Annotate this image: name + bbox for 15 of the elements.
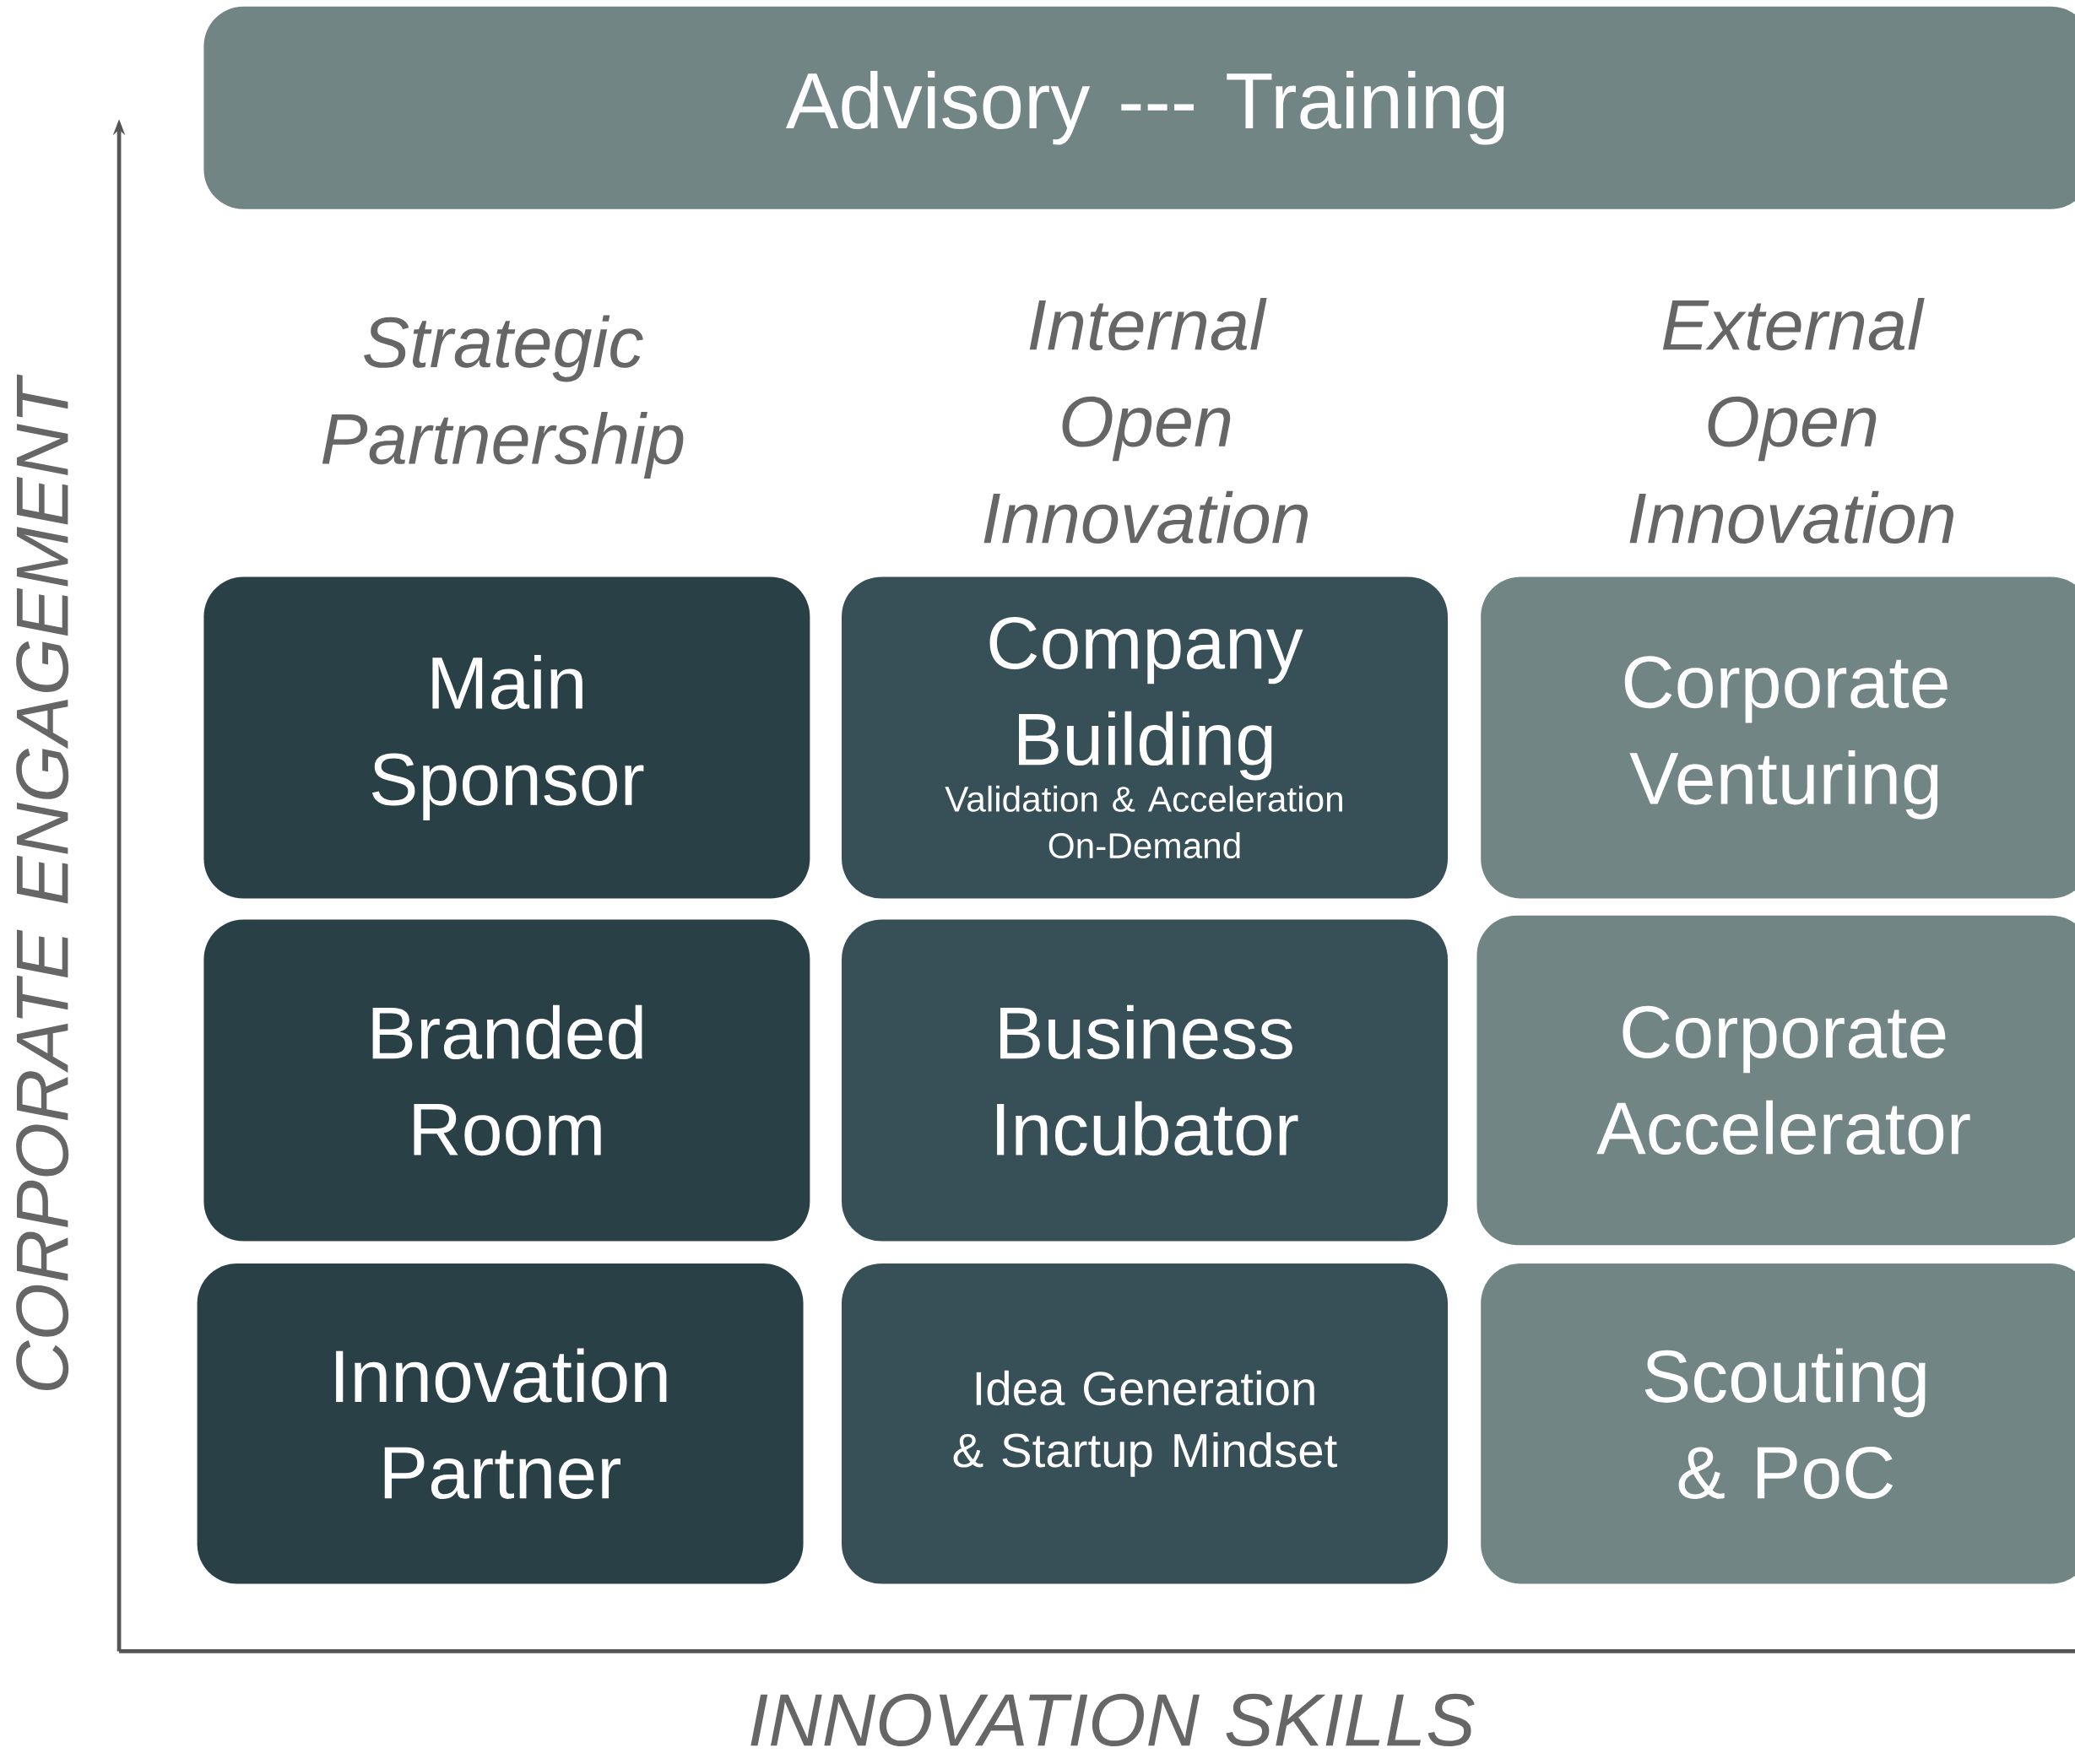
tile: Business Incubator	[842, 919, 1448, 1242]
axis-label: CORPORATE ENGAGEMENT	[16, 374, 69, 1391]
tile: Innovation Partner	[197, 1263, 804, 1584]
tile: Corporate Accelerator	[1476, 916, 2075, 1246]
column-heading: Strategic Partnership	[322, 315, 684, 479]
tile: Scouting & PoC	[1481, 1263, 2075, 1584]
axis-label: INNOVATION SKILLS	[750, 1694, 1475, 1747]
column-heading: Internal Open Innovation	[983, 298, 1308, 544]
tile: Idea Generation & Startup Mindset	[842, 1263, 1448, 1584]
tile: Corporate Venturing	[1481, 576, 2075, 899]
tile: Company Building Validation & Acceleration On-Demand	[842, 576, 1448, 899]
tile: Main Sponsor	[203, 576, 810, 899]
banner: Advisory --- Training	[203, 7, 2075, 209]
column-heading: External Open Innovation	[1629, 298, 1953, 544]
tile: Branded Room	[203, 919, 810, 1242]
